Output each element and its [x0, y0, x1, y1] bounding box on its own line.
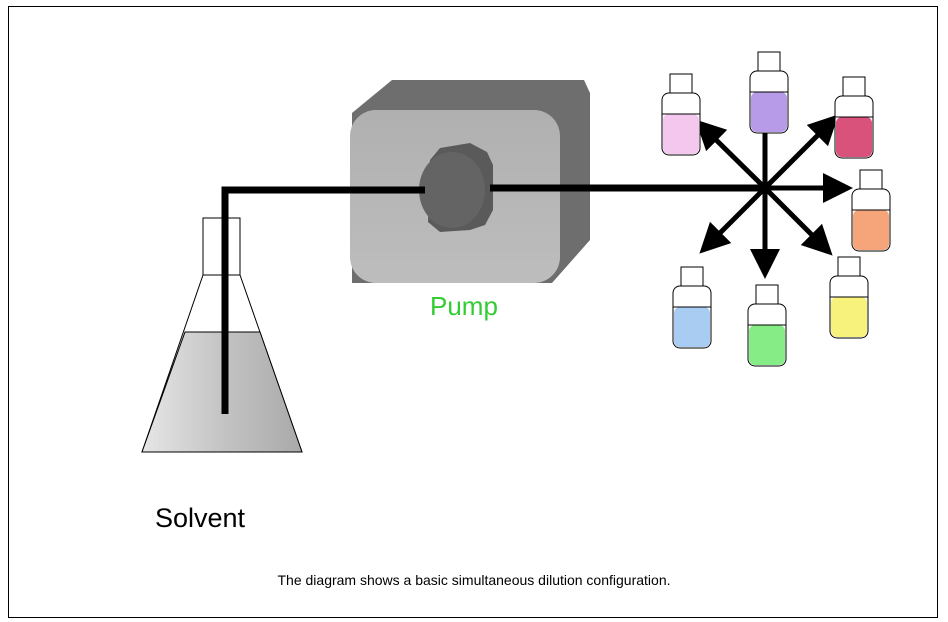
vial-cap	[680, 266, 704, 287]
pump-label: Pump	[430, 291, 498, 321]
diagram-caption: The diagram shows a basic simultaneous d…	[277, 572, 671, 588]
vial-liquid	[749, 325, 785, 365]
solvent-label: Solvent	[155, 503, 246, 533]
vial-liquid	[674, 307, 710, 347]
vial-liquid	[853, 210, 889, 250]
vial-cap	[837, 256, 861, 277]
diagram-frame	[8, 6, 938, 618]
vial-liquid	[831, 297, 867, 337]
arrow-to-vial-bottom-left	[699, 186, 767, 254]
arrow-to-vial-top-left	[695, 119, 767, 190]
vial-liquid	[751, 92, 787, 132]
vial-cap	[859, 169, 883, 190]
tubing	[221, 184, 765, 414]
vials	[661, 51, 891, 367]
pump-port	[419, 152, 485, 228]
vial-cap	[842, 76, 866, 97]
vial-top-left	[661, 73, 701, 156]
vial-liquid	[663, 114, 699, 154]
vial-bottom-left	[672, 266, 712, 349]
pump	[350, 80, 590, 283]
vial-top	[749, 51, 789, 134]
vial-cap	[669, 73, 693, 94]
vial-top-right	[834, 76, 874, 159]
arrow-to-vial-top-right	[763, 114, 839, 190]
vial-cap	[755, 284, 779, 305]
vial-cap	[757, 51, 781, 72]
vial-bottom	[747, 284, 787, 367]
vial-right	[851, 169, 891, 252]
vial-liquid	[836, 117, 872, 157]
vial-bottom-right	[829, 256, 869, 339]
arrow-to-vial-bottom-right	[763, 186, 833, 256]
